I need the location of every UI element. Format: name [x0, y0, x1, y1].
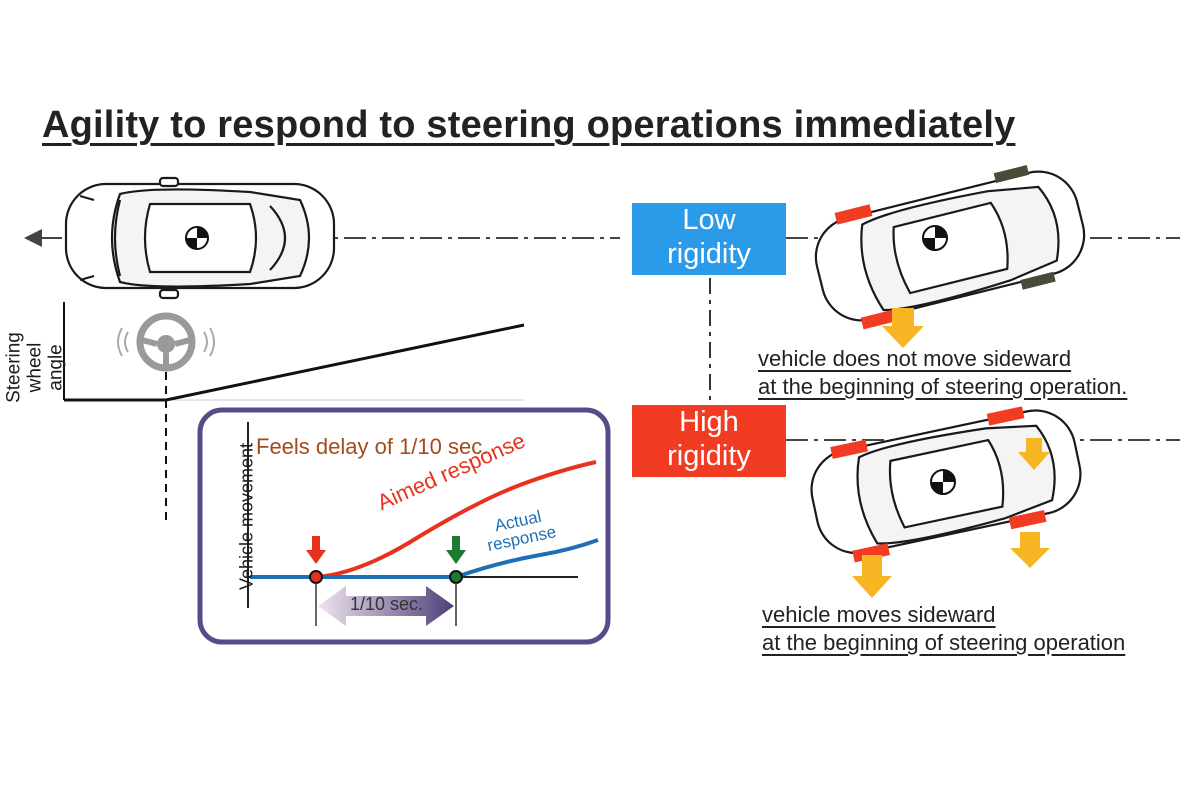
low-rigidity-line1: Low — [682, 204, 736, 236]
steering-wheel-icon — [117, 312, 215, 372]
high-rigidity-line2: rigidity — [667, 440, 751, 472]
low-rigidity-line2: rigidity — [667, 238, 751, 270]
car-center-of-gravity — [185, 226, 209, 250]
car-low-rigidity — [814, 165, 1086, 330]
low-arrow-icon — [882, 308, 924, 348]
high-center-of-gravity — [930, 469, 956, 495]
high-arrow-icons — [852, 438, 1050, 598]
vehicle-movement-axis-label: Vehicle movement — [236, 442, 257, 591]
high-rigidity-badge: High rigidity — [632, 405, 786, 477]
steering-angle-plot — [63, 302, 525, 525]
high-rigidity-line1: High — [679, 406, 739, 438]
low-center-of-gravity — [922, 225, 948, 251]
high-caption-line2: at the beginning of steering operation — [762, 630, 1126, 655]
steering-axis-label-line2: wheel angle — [24, 342, 67, 393]
low-rigidity-badge: Low rigidity — [632, 203, 786, 275]
high-caption-line1: vehicle moves sideward — [762, 602, 996, 627]
interval-label: 1/10 sec. — [350, 594, 424, 614]
vehicle-movement-inset — [197, 407, 611, 645]
steering-axis-label: Steering wheel angle — [4, 323, 67, 413]
low-caption-line2: at the beginning of steering operation. — [758, 374, 1128, 399]
delay-note: Feels delay of 1/10 sec. — [256, 434, 489, 459]
low-caption-line1: vehicle does not move sideward — [758, 346, 1072, 371]
page-title: Agility to respond to steering operation… — [42, 104, 1016, 146]
steering-axis-label-line1: Steering — [3, 332, 25, 403]
